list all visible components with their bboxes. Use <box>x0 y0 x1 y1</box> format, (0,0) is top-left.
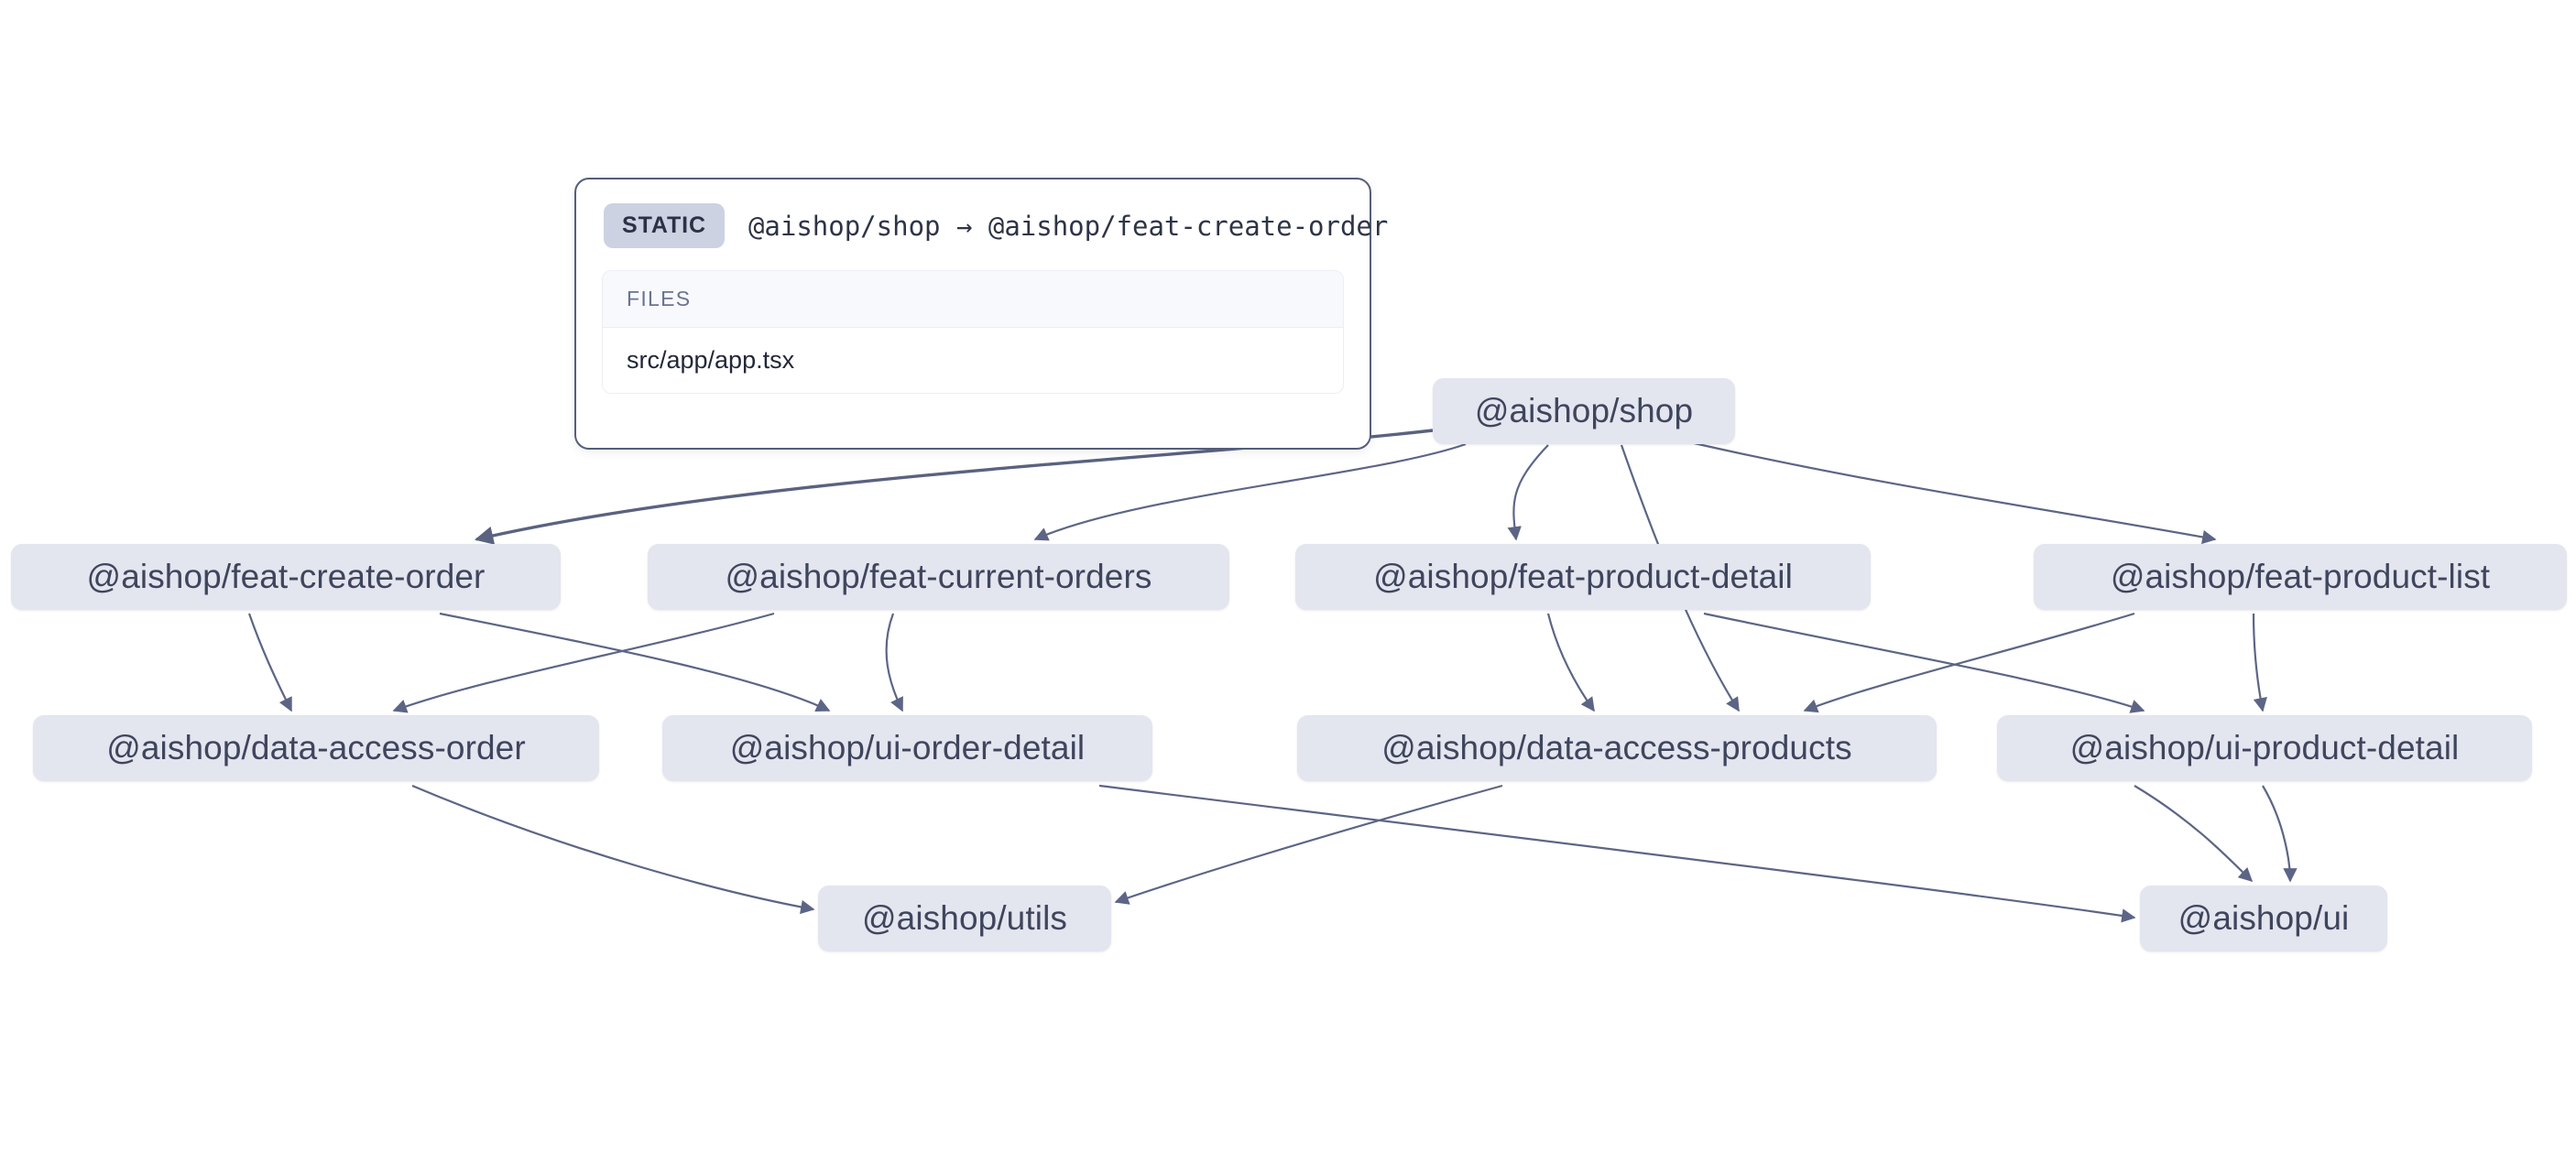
graph-edge-shop-to-feat-current-orders[interactable] <box>1033 442 1467 541</box>
graph-edge-feat-current-orders-to-data-access-order[interactable] <box>392 612 775 713</box>
graph-node-utils[interactable]: @aishop/utils <box>818 886 1111 951</box>
graph-node-label: @aishop/utils <box>862 899 1067 937</box>
graph-node-label: @aishop/feat-create-order <box>86 558 486 595</box>
files-section: FILES src/app/app.tsx <box>602 270 1344 394</box>
edge-group <box>247 429 2298 923</box>
graph-node-shop[interactable]: @aishop/shop <box>1433 378 1735 444</box>
graph-edge-feat-current-orders-to-ui-order-detail[interactable] <box>885 613 903 712</box>
graph-node-ui[interactable]: @aishop/ui <box>2140 886 2387 951</box>
status-badge: STATIC <box>604 203 725 248</box>
graph-edge-shop-to-feat-product-detail[interactable] <box>1507 444 1549 541</box>
graph-node-data-access-order[interactable]: @aishop/data-access-order <box>33 715 599 781</box>
graph-node-label: @aishop/feat-product-detail <box>1373 558 1793 595</box>
dependency-detail-card[interactable]: STATIC @aishop/shop → @aishop/feat-creat… <box>574 178 1388 450</box>
dependency-title: @aishop/shop → @aishop/feat-create-order <box>748 210 1389 242</box>
file-list-item[interactable]: src/app/app.tsx <box>603 328 1343 393</box>
graph-node-data-access-products[interactable]: @aishop/data-access-products <box>1297 715 1937 781</box>
graph-node-feat-product-detail[interactable]: @aishop/feat-product-detail <box>1295 544 1871 610</box>
graph-edge-ui-order-detail-to-ui[interactable] <box>1098 784 2136 923</box>
graph-node-feat-create-order[interactable]: @aishop/feat-create-order <box>11 544 561 610</box>
graph-node-label: @aishop/ui-order-detail <box>729 729 1086 766</box>
graph-edge-shop-to-feat-product-list[interactable] <box>1689 440 2217 545</box>
graph-node-label: @aishop/data-access-products <box>1381 729 1852 766</box>
graph-node-label: @aishop/ui <box>2178 899 2350 937</box>
graph-edge-feat-create-order-to-data-access-order[interactable] <box>247 613 292 712</box>
files-section-header: FILES <box>603 271 1343 328</box>
graph-edge-data-access-order-to-utils[interactable] <box>411 784 815 915</box>
graph-edge-feat-product-list-to-data-access-products[interactable] <box>1803 612 2135 713</box>
graph-node-ui-order-detail[interactable]: @aishop/ui-order-detail <box>662 715 1152 781</box>
graph-node-label: @aishop/shop <box>1474 392 1694 429</box>
graph-edge-feat-product-detail-to-ui-product-detail[interactable] <box>1703 612 2145 713</box>
graph-edge-data-access-products-to-utils[interactable] <box>1114 784 1503 905</box>
graph-edge-ui-product-detail-to-ui[interactable] <box>2134 785 2254 883</box>
graph-node-label: @aishop/data-access-order <box>106 729 526 766</box>
detail-card-header: STATIC @aishop/shop → @aishop/feat-creat… <box>576 179 1388 248</box>
graph-node-label: @aishop/feat-product-list <box>2110 558 2491 595</box>
graph-node-label: @aishop/feat-current-orders <box>725 558 1152 595</box>
graph-edge-feat-product-list-to-ui-product-detail[interactable] <box>2252 613 2267 712</box>
graph-node-feat-product-list[interactable]: @aishop/feat-product-list <box>2034 544 2567 610</box>
graph-edge-ui-product-detail-to-ui[interactable] <box>2262 785 2298 883</box>
graph-node-feat-current-orders[interactable]: @aishop/feat-current-orders <box>648 544 1229 610</box>
graph-edge-feat-create-order-to-ui-order-detail[interactable] <box>439 612 831 712</box>
graph-node-label: @aishop/ui-product-detail <box>2069 729 2460 766</box>
graph-node-ui-product-detail[interactable]: @aishop/ui-product-detail <box>1997 715 2532 781</box>
graph-edge-feat-product-detail-to-data-access-products[interactable] <box>1546 613 1595 712</box>
